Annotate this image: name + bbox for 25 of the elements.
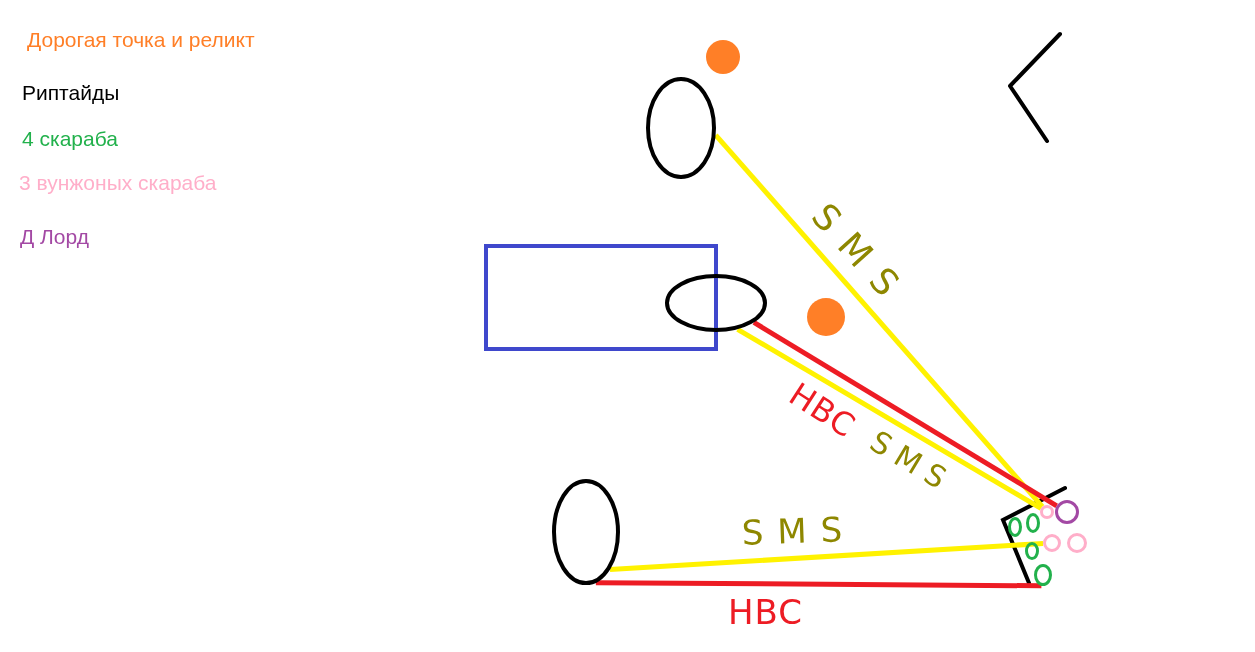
dot-icon [807, 298, 845, 336]
oval-outline [552, 479, 620, 585]
legend-text: Д Лорд [20, 224, 89, 250]
ring-icon [1067, 533, 1087, 553]
ring-icon [1040, 505, 1054, 519]
oval-outline [665, 274, 767, 332]
ring-icon [1055, 500, 1079, 524]
ring-icon [1034, 564, 1052, 586]
oval-outline [646, 77, 716, 179]
legend-text: 3 вунжоных скараба [19, 170, 217, 196]
connector-line [713, 133, 1045, 509]
rectangle-outline [484, 244, 718, 351]
legend-text: Дорогая точка и реликт [27, 27, 255, 53]
ring-icon [1025, 542, 1039, 560]
ring-icon [1026, 513, 1040, 533]
dot-icon [706, 40, 740, 74]
edge-label: HBC [728, 595, 802, 629]
connector-line [595, 580, 1042, 589]
ring-icon [1008, 517, 1022, 537]
ring-icon [1043, 534, 1061, 552]
edge-label: SMS [741, 512, 843, 550]
legend-text: 4 скараба [22, 126, 118, 152]
legend-text: Риптайды [22, 80, 120, 106]
edge-label: HBC [784, 377, 860, 443]
connector-line [609, 541, 1044, 572]
